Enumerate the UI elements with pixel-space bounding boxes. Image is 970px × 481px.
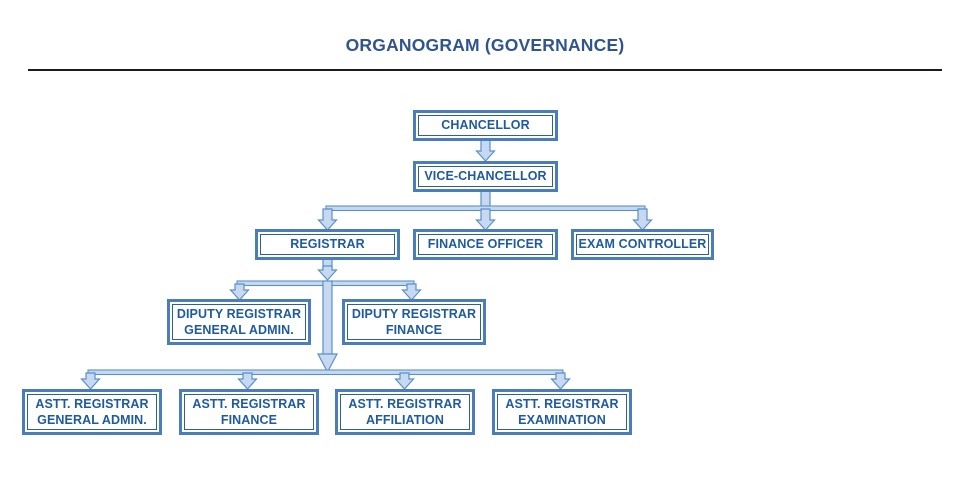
node-astt-registrar-general-admin-inner: ASTT. REGISTRAR GENERAL ADMIN. bbox=[27, 394, 157, 430]
node-chancellor[interactable]: CHANCELLOR bbox=[413, 110, 558, 141]
node-exam-controller-label: EXAM CONTROLLER bbox=[578, 237, 707, 251]
node-deputy-registrar-finance-inner: DIPUTY REGISTRAR FINANCE bbox=[347, 304, 481, 340]
edge-registrar-to-astt-fin bbox=[237, 372, 258, 390]
node-astt-registrar-examination-inner: ASTT. REGISTRAR EXAMINATION bbox=[497, 394, 627, 430]
node-astt-registrar-general-admin-label-line1: ASTT. REGISTRAR bbox=[35, 396, 149, 411]
edge-registrar-long-shaft bbox=[317, 280, 338, 374]
node-astt-registrar-finance-label-line1: ASTT. REGISTRAR bbox=[192, 396, 306, 411]
edge-registrar-to-dy-registrar-ga bbox=[229, 283, 250, 301]
node-astt-registrar-finance-inner: ASTT. REGISTRAR FINANCE bbox=[184, 394, 314, 430]
node-deputy-registrar-finance-label-line2: FINANCE bbox=[385, 322, 443, 337]
edge-vc-to-exam-controller bbox=[632, 208, 653, 231]
node-deputy-registrar-finance[interactable]: DIPUTY REGISTRAR FINANCE bbox=[342, 299, 486, 345]
edge-registrar-to-dy-registrar-fin bbox=[401, 283, 422, 301]
edge-registrar-stem bbox=[317, 258, 338, 281]
node-astt-registrar-finance-label-line2: FINANCE bbox=[220, 412, 278, 427]
connector-bus-tier4 bbox=[236, 280, 415, 287]
node-registrar-inner: REGISTRAR bbox=[260, 234, 395, 255]
title-block: ORGANOGRAM (GOVERNANCE) bbox=[0, 34, 970, 56]
node-finance-officer[interactable]: FINANCE OFFICER bbox=[413, 229, 558, 260]
edge-chancellor-to-vice-chancellor bbox=[475, 139, 496, 162]
node-astt-registrar-affiliation-label-line2: AFFILIATION bbox=[366, 412, 444, 427]
node-astt-registrar-affiliation[interactable]: ASTT. REGISTRAR AFFILIATION bbox=[335, 389, 475, 435]
connector-bus-tier5 bbox=[87, 369, 564, 376]
node-registrar-label: REGISTRAR bbox=[290, 237, 365, 251]
edge-registrar-to-astt-ga bbox=[80, 372, 101, 390]
node-vice-chancellor-label: VICE-CHANCELLOR bbox=[424, 169, 547, 183]
node-astt-registrar-general-admin[interactable]: ASTT. REGISTRAR GENERAL ADMIN. bbox=[22, 389, 162, 435]
connector-bus-tier3 bbox=[325, 205, 646, 212]
node-registrar[interactable]: REGISTRAR bbox=[255, 229, 400, 260]
node-vice-chancellor-inner: VICE-CHANCELLOR bbox=[418, 166, 553, 187]
node-vice-chancellor[interactable]: VICE-CHANCELLOR bbox=[413, 161, 558, 192]
node-deputy-registrar-finance-label-line1: DIPUTY REGISTRAR bbox=[351, 306, 477, 321]
page-title: ORGANOGRAM (GOVERNANCE) bbox=[345, 35, 625, 55]
node-astt-registrar-affiliation-label-line1: ASTT. REGISTRAR bbox=[348, 396, 462, 411]
node-astt-registrar-affiliation-inner: ASTT. REGISTRAR AFFILIATION bbox=[340, 394, 470, 430]
node-astt-registrar-examination-label-line2: EXAMINATION bbox=[518, 412, 606, 427]
node-chancellor-inner: CHANCELLOR bbox=[418, 115, 553, 136]
node-astt-registrar-examination-label-line1: ASTT. REGISTRAR bbox=[505, 396, 619, 411]
title-divider bbox=[28, 69, 942, 71]
node-deputy-registrar-general-admin[interactable]: DIPUTY REGISTRAR GENERAL ADMIN. bbox=[167, 299, 311, 345]
edge-vc-to-finance-officer bbox=[475, 208, 496, 231]
node-astt-registrar-examination[interactable]: ASTT. REGISTRAR EXAMINATION bbox=[492, 389, 632, 435]
edge-vc-to-registrar bbox=[317, 208, 338, 231]
node-finance-officer-label: FINANCE OFFICER bbox=[427, 237, 544, 251]
node-deputy-registrar-general-admin-label-line1: DIPUTY REGISTRAR bbox=[176, 306, 302, 321]
node-exam-controller[interactable]: EXAM CONTROLLER bbox=[571, 229, 714, 260]
node-exam-controller-inner: EXAM CONTROLLER bbox=[576, 234, 709, 255]
node-deputy-registrar-general-admin-label-line2: GENERAL ADMIN. bbox=[184, 322, 294, 337]
node-astt-registrar-finance[interactable]: ASTT. REGISTRAR FINANCE bbox=[179, 389, 319, 435]
edge-registrar-to-astt-exam bbox=[550, 372, 571, 390]
node-finance-officer-inner: FINANCE OFFICER bbox=[418, 234, 553, 255]
edge-registrar-to-astt-aff bbox=[394, 372, 415, 390]
node-chancellor-label: CHANCELLOR bbox=[441, 118, 530, 132]
edge-vc-stem bbox=[480, 190, 491, 209]
node-deputy-registrar-general-admin-inner: DIPUTY REGISTRAR GENERAL ADMIN. bbox=[172, 304, 306, 340]
node-astt-registrar-general-admin-label-line2: GENERAL ADMIN. bbox=[37, 412, 147, 427]
